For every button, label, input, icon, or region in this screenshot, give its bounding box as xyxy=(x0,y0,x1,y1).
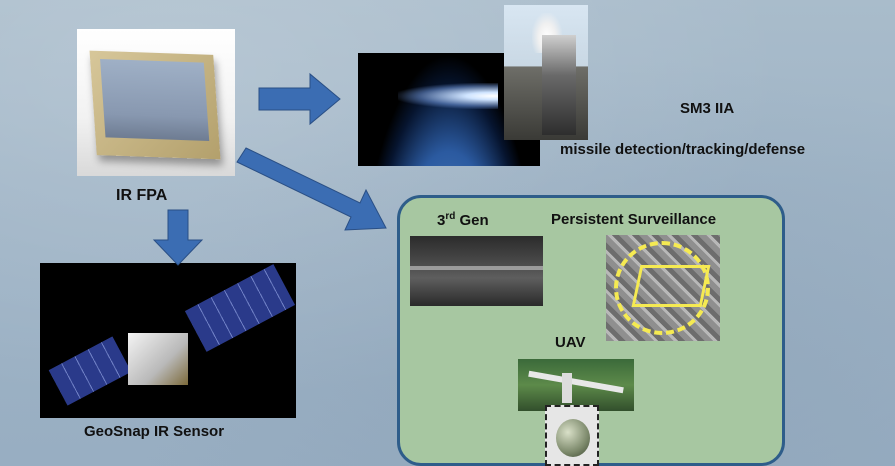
gen3-label: 3rd Gen xyxy=(437,211,489,229)
arrow-to-applications xyxy=(236,147,387,231)
satellite-body xyxy=(128,333,188,385)
launch-ship xyxy=(542,35,576,135)
uav-image xyxy=(518,359,634,411)
gen3-superscript: rd xyxy=(445,211,456,222)
arrow-to-geosnap xyxy=(152,209,204,266)
sensor-pod-ball xyxy=(556,419,590,457)
geosnap-satellite-image xyxy=(40,263,296,418)
persistent-surveillance-label: Persistent Surveillance xyxy=(551,211,717,228)
uav-fuselage xyxy=(562,373,572,403)
gen3-ir-image xyxy=(410,236,543,306)
geosnap-label: GeoSnap IR Sensor xyxy=(84,423,225,440)
gen3-number: 3 xyxy=(437,212,446,229)
uav-sensor-pod-image xyxy=(545,405,599,466)
surveillance-aerial-image xyxy=(606,235,720,341)
uav-label: UAV xyxy=(555,334,586,351)
missile-launch-image xyxy=(504,5,588,140)
surveillance-ring xyxy=(614,241,710,335)
sm3-label: SM3 IIA xyxy=(680,100,735,117)
ir-fpa-label: IR FPA xyxy=(116,187,168,204)
missile-plume xyxy=(398,83,498,109)
ir-fpa-image xyxy=(77,29,235,176)
arrow-to-missile xyxy=(258,72,341,126)
gen3-streak xyxy=(410,266,543,270)
gen3-suffix: Gen xyxy=(455,212,489,229)
missile-detection-label: missile detection/tracking/defense xyxy=(560,141,806,158)
